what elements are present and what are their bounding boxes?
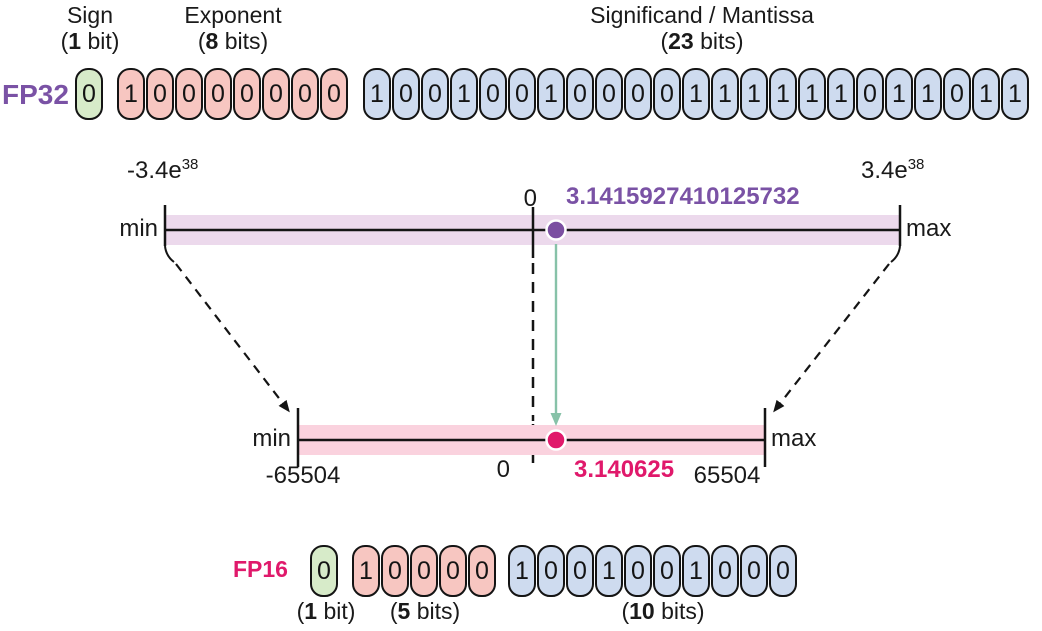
fp16-mantissa-bit: 0 [653,545,681,597]
fp32-mantissa-bit: 1 [914,68,942,120]
fp16-mantissa-bit: 0 [711,545,739,597]
fp32-mantissa-bit: 0 [392,68,420,120]
fp32-min-label: min [119,215,158,242]
fp32-exponent-bit: 0 [146,68,174,120]
mantissa-header-title: Significand / Mantissa [590,2,814,28]
fp16-exponent-caption: (5 bits) [389,598,461,624]
fp16-min-value: -65504 [265,462,341,489]
mantissa-header: Significand / Mantissa (23 bits) [590,2,814,54]
fp32-exponent-bit: 0 [291,68,319,120]
fp32-label: FP32 [2,79,69,110]
fp32-mantissa-bit: 0 [508,68,536,120]
fp16-mantissa-bit: 1 [595,545,623,597]
fp32-mantissa-bit: 0 [856,68,884,120]
fp16-max-value: 65504 [693,462,761,489]
fp16-exponent-bit: 1 [352,545,380,597]
fp32-min-value: -3.4e38 [127,156,199,184]
fp32-mantissa-bit: 0 [653,68,681,120]
fp32-mantissa-bit: 1 [885,68,913,120]
fp16-max-label: max [771,425,817,452]
fp32-mantissa-bit: 1 [1001,68,1029,120]
fp32-mantissa-bit: 1 [798,68,826,120]
fp32-mantissa-bit: 0 [479,68,507,120]
fp16-mantissa-bit: 1 [508,545,536,597]
fp32-mantissa-bit: 1 [682,68,710,120]
fp32-mantissa-bit: 0 [624,68,652,120]
sign-header: Sign (1 bit) [61,2,120,54]
fp32-mantissa-bit: 1 [450,68,478,120]
mantissa-header-bits: (23 bits) [660,28,744,54]
fp32-pi-value: 3.1415927410125732 [566,183,800,210]
fp32-sign-bits: 0 [75,68,103,120]
fp16-exponent-bit: 0 [439,545,467,597]
exponent-header-bits: (8 bits) [197,28,269,54]
sign-header-bits: (1 bit) [60,28,120,54]
fp32-mantissa-bit: 1 [537,68,565,120]
fp32-pi-dot [545,219,567,241]
fp16-zero-label: 0 [496,456,510,483]
fp32-zero-label: 0 [523,185,537,212]
fp16-mantissa-bit: 0 [740,545,768,597]
sign-header-title: Sign [66,2,114,28]
max-range-dashed-arrow [773,263,890,413]
fp16-pi-dot [545,429,567,451]
fp16-mantissa-bit: 0 [537,545,565,597]
fp16-exponent-bit: 0 [381,545,409,597]
fp16-sign-bits: 0 [310,545,338,597]
fp32-sign-bit: 0 [75,68,103,120]
fp32-mantissa-bit: 1 [711,68,739,120]
fp32-exponent-bit: 0 [204,68,232,120]
fp32-mantissa-bit: 0 [595,68,623,120]
min-range-dashed-arrow [175,263,290,413]
fp32-max-label: max [906,215,952,242]
fp16-mantissa-caption: (10 bits) [621,598,705,624]
fp32-exponent-bit: 0 [175,68,203,120]
fp16-mantissa-bit: 0 [769,545,797,597]
fp32-mantissa-bit: 0 [566,68,594,120]
fp32-max-value: 3.4e38 [861,156,925,184]
fp32-mantissa-bit: 1 [972,68,1000,120]
fp16-mantissa-bit: 0 [624,545,652,597]
fp32-mantissa-bit: 1 [827,68,855,120]
fp16-mantissa-bit: 0 [566,545,594,597]
fp32-max-tick-hook [890,245,901,263]
fp16-label: FP16 [233,556,288,582]
fp16-mantissa-bit: 1 [682,545,710,597]
fp32-exponent-bit: 1 [117,68,145,120]
fp16-exponent-bit: 0 [410,545,438,597]
fp32-mantissa-bit: 1 [363,68,391,120]
fp32-exponent-bit: 0 [320,68,348,120]
exponent-header: Exponent (8 bits) [184,2,281,54]
fp16-min-label: min [252,425,291,452]
fp32-mantissa-bit: 1 [740,68,768,120]
fp32-min-tick-hook [164,245,175,263]
fp16-sign-bit: 0 [310,545,338,597]
fp32-mantissa-bit: 0 [421,68,449,120]
exponent-header-title: Exponent [184,2,282,28]
fp32-exponent-bit: 0 [233,68,261,120]
fp16-pi-value: 3.140625 [574,456,675,483]
fp32-mantissa-bit: 1 [769,68,797,120]
fp16-exponent-bit: 0 [468,545,496,597]
fp32-exponent-bit: 0 [262,68,290,120]
fp32-mantissa-bit: 0 [943,68,971,120]
fp16-sign-caption: (1 bit) [296,598,356,624]
